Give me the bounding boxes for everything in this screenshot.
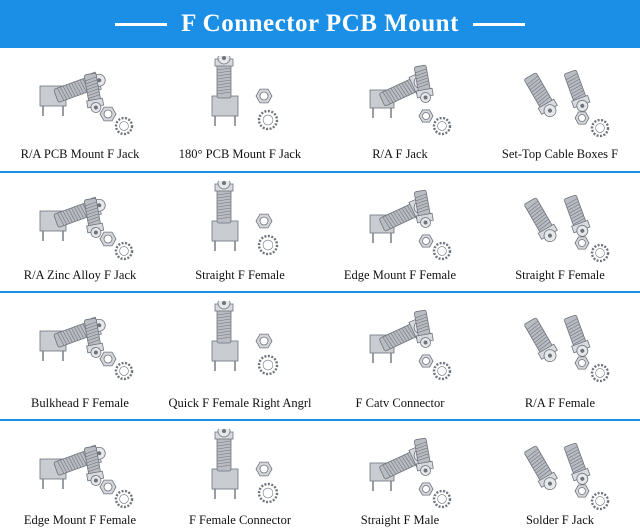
title-banner: F Connector PCB Mount (0, 0, 640, 48)
product-caption: F Catv Connector (355, 396, 445, 410)
product-cell[interactable]: Straight F Female (480, 175, 640, 287)
product-caption: Set-Top Cable Boxes F (501, 147, 619, 161)
product-row-2: R/A Zinc Alloy F Jack Straight F Female … (0, 175, 640, 287)
connector-image (524, 194, 610, 263)
connector-image (369, 189, 452, 261)
product-row-1: R/A PCB Mount F Jack 180° PCB Mount F Ja… (0, 50, 640, 166)
row-divider (0, 171, 640, 173)
banner-rule-left (115, 22, 168, 26)
product-cell[interactable]: Set-Top Cable Boxes F (480, 50, 640, 166)
product-cell[interactable]: R/A F Female (480, 295, 640, 415)
product-caption: R/A F Female (524, 396, 596, 410)
product-grid: R/A PCB Mount F Jack 180° PCB Mount F Ja… (0, 50, 640, 532)
connector-image (524, 69, 610, 138)
connector-image (524, 442, 610, 511)
product-cell[interactable]: F Female Connector (160, 423, 320, 532)
connector-image (39, 316, 134, 381)
product-row-3: Bulkhead F Female Quick F Female Right A… (0, 295, 640, 415)
row-divider (0, 291, 640, 293)
product-cell[interactable]: Straight F Female (160, 175, 320, 287)
product-cell[interactable]: Straight F Male (320, 423, 480, 532)
product-caption: Straight F Male (360, 513, 440, 527)
product-cell[interactable]: Edge Mount F Female (0, 423, 160, 532)
product-caption: Bulkhead F Female (31, 396, 129, 410)
product-caption: Straight F Female (515, 268, 605, 282)
connector-image (39, 71, 134, 136)
product-caption: 180° PCB Mount F Jack (178, 147, 302, 161)
connector-image (211, 56, 279, 131)
connector-image (524, 314, 610, 383)
product-caption: Edge Mount F Female (343, 268, 457, 282)
product-caption: Straight F Female (195, 268, 285, 282)
product-cell[interactable]: R/A Zinc Alloy F Jack (0, 175, 160, 287)
product-cell[interactable]: 180° PCB Mount F Jack (160, 50, 320, 166)
product-caption: F Female Connector (188, 513, 292, 527)
product-cell[interactable]: R/A F Jack (320, 50, 480, 166)
product-cell[interactable]: Quick F Female Right Angrl (160, 295, 320, 415)
product-caption: Quick F Female Right Angrl (168, 396, 312, 410)
product-caption: R/A PCB Mount F Jack (20, 147, 140, 161)
product-caption: Solder F Jack (525, 513, 595, 527)
row-divider (0, 419, 640, 421)
product-caption: R/A F Jack (372, 147, 428, 161)
product-row-4: Edge Mount F Female F Female Connector S… (0, 423, 640, 532)
connector-image (211, 181, 279, 256)
product-caption: Edge Mount F Female (23, 513, 137, 527)
connector-image (211, 301, 279, 376)
connector-image (369, 309, 452, 381)
product-cell[interactable]: Bulkhead F Female (0, 295, 160, 415)
connector-image (211, 429, 279, 504)
connector-image (39, 444, 134, 509)
product-cell[interactable]: F Catv Connector (320, 295, 480, 415)
connector-image (369, 437, 452, 509)
connector-image (369, 64, 452, 136)
product-cell[interactable]: Edge Mount F Female (320, 175, 480, 287)
product-cell[interactable]: R/A PCB Mount F Jack (0, 50, 160, 166)
product-caption: R/A Zinc Alloy F Jack (23, 268, 137, 282)
page-title: F Connector PCB Mount (181, 10, 459, 37)
product-cell[interactable]: Solder F Jack (480, 423, 640, 532)
banner-rule-right (472, 22, 525, 26)
connector-image (39, 196, 134, 261)
